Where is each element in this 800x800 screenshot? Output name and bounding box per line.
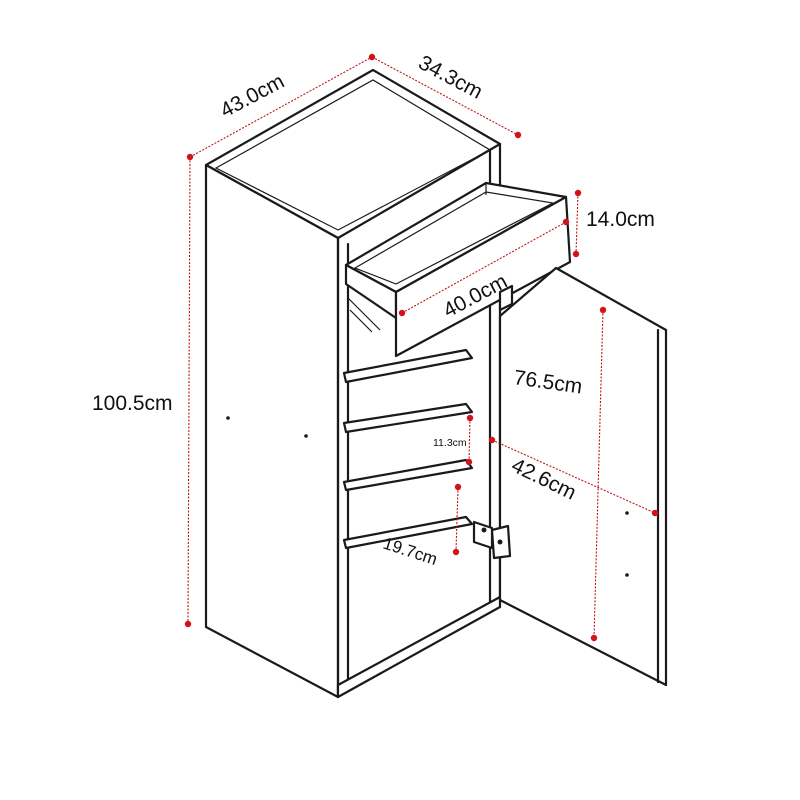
screw-dot <box>226 416 230 420</box>
drawer-height-dimension-line <box>575 192 579 255</box>
shelf-gap-label: 19.7cm <box>381 534 440 569</box>
dimension-lines <box>184 53 659 642</box>
drawer-front <box>394 195 572 358</box>
height-label: 100.5cm <box>92 392 173 415</box>
cabinet-left-side <box>204 163 340 699</box>
height-dimension-line <box>187 156 191 625</box>
door-height-dimension-line <box>593 309 604 639</box>
cabinet-body <box>204 68 502 699</box>
shelf-gap-small-label: 11.3cm <box>433 437 467 449</box>
width-label: 43.0cm <box>217 70 289 123</box>
door-width-dimension-line <box>491 439 656 514</box>
drawer-tray-inner <box>353 191 555 285</box>
shelf <box>342 458 474 492</box>
shelves <box>342 297 474 550</box>
shelf <box>342 515 474 550</box>
screw-dot <box>304 434 308 438</box>
shelf-gap-small-dimension-line <box>468 417 471 463</box>
shelf <box>342 348 474 384</box>
drawer <box>344 181 572 358</box>
shelf <box>342 402 474 434</box>
width-dimension-line <box>189 56 373 158</box>
shelf-gap-dimension-line <box>455 486 459 553</box>
screw-dot <box>625 511 629 515</box>
depth-dimension-line <box>371 56 519 136</box>
screw-dot <box>625 573 629 577</box>
door <box>472 266 668 687</box>
depth-label: 34.3cm <box>415 51 487 104</box>
cabinet-bottom-panel <box>336 595 502 699</box>
drawer-slide-bracket <box>498 284 514 312</box>
hinge-icon <box>472 520 512 560</box>
drawer-height-label: 14.0cm <box>586 208 655 231</box>
